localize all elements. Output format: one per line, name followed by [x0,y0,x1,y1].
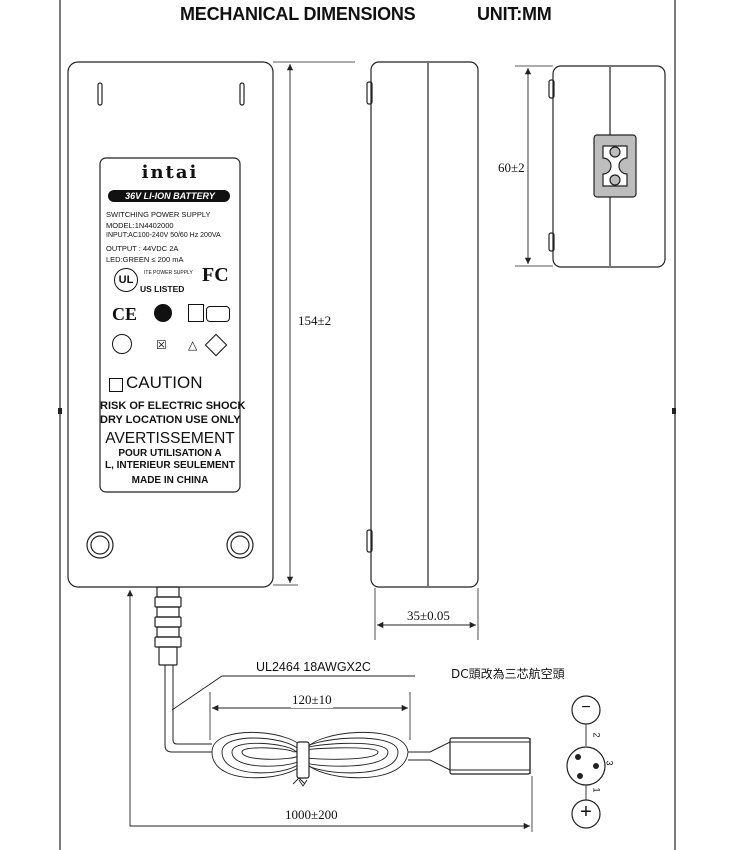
strain-relief [154,586,182,666]
frame-mark-right [672,408,676,414]
plus-sign: + [580,801,592,823]
kc-logo [112,334,132,354]
pin-plus-symbol [571,799,601,829]
led-rating: LED:GREEN ≤ 200 mA [106,255,184,264]
warning-triangle-icon: △ [188,338,198,352]
xlr-connector [449,737,531,775]
ul-subtitle: ITE POWER SUPPLY [144,270,193,276]
end-view-body [552,65,666,268]
french-warning-1: POUR UTILISATION A [118,448,222,459]
pin-3-label: 3 [604,760,615,766]
connector-face [566,746,606,786]
screw-left [86,531,114,559]
dc-cable [164,665,212,753]
c-tick-logo [154,304,172,322]
made-in-china: MADE IN CHINA [131,475,209,486]
model-number: MODEL:1N4402000 [106,221,174,230]
thickness-dimension: 35±0.05 [406,608,451,624]
length-dimension: 154±2 [297,313,333,329]
product-label: intai 36V LI-ION BATTERY SWITCHING POWER… [100,158,246,492]
side-view-body [370,61,479,588]
gs-logo [206,306,230,322]
drawing-title: MECHANICAL DIMENSIONS [180,4,416,24]
height-dimension: 60±2 [497,160,526,176]
psb-logo [188,304,204,322]
dry-location-warning: DRY LOCATION USE ONLY [100,414,241,426]
french-warning-2: L, INTERIEUR SEULEMENT [104,460,235,471]
ul-logo: UL [114,268,138,292]
brand-logo: intai [141,162,199,183]
pin-2-label: 2 [591,732,602,738]
product-label-frame [99,157,241,493]
caution-box-icon [109,378,123,392]
connector-note: DC頭改為三芯航空頭 [451,667,565,681]
side-foot-bottom [366,529,373,553]
unit-label: UNIT:MM [477,4,552,24]
fcc-logo: FC [202,264,229,286]
battery-type: 36V LI-ION BATTERY [125,191,215,201]
side-foot-top [366,81,373,105]
ul-listed: US LISTED [140,284,185,294]
frame-mark-left [58,408,62,414]
ce-mark: C​E [112,304,138,324]
supply-type: SWITCHING POWER SUPPLY [106,210,211,219]
output-rating: OUTPUT : 44VDC 2A [106,244,179,253]
pin-1-label: 1 [591,787,602,793]
ac-inlet-socket [602,145,628,187]
cable-length-dim-line [126,590,530,830]
avertissement-heading: AVERTISSEMENT [105,430,235,447]
battery-banner [108,190,230,202]
cable-coil [211,731,409,779]
minus-sign: − [581,699,591,716]
risk-warning: RISK OF ELECTRIC SHOCK [100,400,246,412]
cable-tie [296,741,310,779]
coil-dimension: 120±10 [291,692,333,708]
caution-heading: CAUTION [126,373,203,392]
front-slot-right [239,82,245,106]
weee-icon: ☒ [156,338,167,352]
input-rating: INPUT:AC100-240V 50/60 Hz 200VA [106,232,221,239]
front-slot-left [97,82,103,106]
cable-length-dimension: 1000±200 [284,807,339,823]
pse-logo [204,333,228,357]
screw-right [226,531,254,559]
cable-spec: UL2464 18AWGX2C [256,660,371,674]
